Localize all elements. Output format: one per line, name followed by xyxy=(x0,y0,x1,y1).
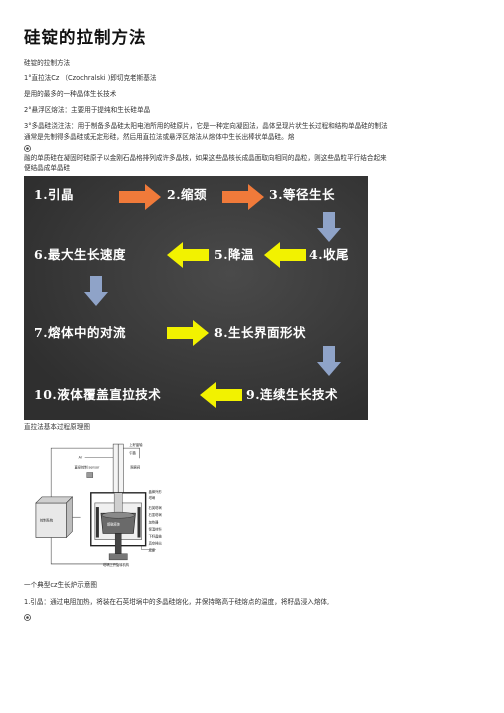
control-system-label: 控制系统 xyxy=(40,517,54,522)
arrow-down-icon xyxy=(317,346,341,376)
bullet-icon xyxy=(24,614,32,622)
bullet-icon xyxy=(24,145,32,153)
svg-text:熔融液体: 熔融液体 xyxy=(107,521,121,526)
page-title: 硅锭的拉制方法 xyxy=(24,28,147,47)
paragraph: 融的单质硅在凝固时硅原子以金刚石晶格排列成许多晶核，如果这些晶核长成晶面取向相同… xyxy=(24,154,387,162)
flow-step-4: 4.收尾 xyxy=(309,247,350,262)
svg-text:保温材料: 保温材料 xyxy=(149,526,163,531)
paragraph: 通常是先制得多晶硅或无定形硅，然后用直拉法或悬浮区熔法从熔体中生长出棒状单晶硅。… xyxy=(24,133,295,141)
arrow-left-icon xyxy=(167,242,209,268)
cz-furnace-schematic: 控制系统 Ar 上籽晶轴 引晶 直径控制 sensor 隔离阀 熔融液体 晶棒外… xyxy=(35,442,163,567)
figure-caption: 一个典型cz生长炉示意图 xyxy=(24,581,98,589)
svg-text:坩埚上升旋转机构: 坩埚上升旋转机构 xyxy=(103,562,130,567)
flow-step-5: 5.降温 xyxy=(214,247,255,262)
paragraph: 2°悬浮区熔法：主要用于提纯和生长硅单晶 xyxy=(24,106,151,114)
flow-step-9: 9.连续生长技术 xyxy=(246,387,339,402)
svg-text:加热器: 加热器 xyxy=(149,519,159,524)
gas-label: Ar xyxy=(79,455,83,459)
paragraph: 3°多晶硅浇注法：用于制备多晶硅太阳电池所用的硅原片，它是一种定向凝固法，晶体呈… xyxy=(24,122,388,130)
svg-text:晶棒外形: 晶棒外形 xyxy=(149,489,163,494)
flow-step-3: 3.等径生长 xyxy=(269,187,336,202)
svg-text:底座: 底座 xyxy=(149,548,156,553)
svg-text:隔离阀: 隔离阀 xyxy=(130,464,140,469)
arrow-right-icon xyxy=(167,320,209,346)
arrow-left-icon xyxy=(200,382,242,408)
flow-step-8: 8.生长界面形状 xyxy=(214,325,307,340)
arrow-left-icon xyxy=(264,242,306,268)
figure-caption: 直拉法基本过程原理图 xyxy=(24,423,90,431)
svg-text:引晶: 引晶 xyxy=(129,450,136,455)
paragraph: 便结晶成单晶硅 xyxy=(24,164,71,172)
svg-text:上籽晶轴: 上籽晶轴 xyxy=(129,442,143,447)
flow-step-6: 6.最大生长速度 xyxy=(34,247,127,262)
svg-text:石英坩埚: 石英坩埚 xyxy=(149,505,163,510)
flow-step-2: 2.缩颈 xyxy=(167,187,208,202)
svg-text:石墨坩埚: 石墨坩埚 xyxy=(149,512,163,517)
paragraph: 硅锭的拉制方法 xyxy=(24,59,71,67)
arrow-right-icon xyxy=(119,184,161,210)
flow-step-7: 7.熔体中的对流 xyxy=(34,325,127,340)
flow-step-10: 10.液体覆盖直拉技术 xyxy=(34,387,162,402)
paragraph: 是用的最多的一种晶体生长技术 xyxy=(24,90,117,98)
flow-step-1: 1.引晶 xyxy=(34,187,75,202)
paragraph: 1°直拉法Cz （Czochralski )即切克老斯基法 xyxy=(24,74,157,82)
arrow-down-icon xyxy=(84,276,108,306)
svg-text:真空排出: 真空排出 xyxy=(149,541,162,546)
svg-text:坩埚: 坩埚 xyxy=(149,495,156,500)
arrow-down-icon xyxy=(317,212,341,242)
paragraph: 1.引晶：通过电阻加热，将装在石英坩埚中的多晶硅熔化，并保持略高于硅熔点的温度，… xyxy=(24,598,330,606)
arrow-right-icon xyxy=(222,184,264,210)
process-flow-diagram: 1.引晶 2.缩颈 3.等径生长 6.最大生长速度 5.降温 4.收尾 7.熔体… xyxy=(24,176,368,420)
svg-text:下籽晶轴: 下籽晶轴 xyxy=(149,534,163,539)
sensor-label: 直径控制 sensor xyxy=(75,464,100,469)
